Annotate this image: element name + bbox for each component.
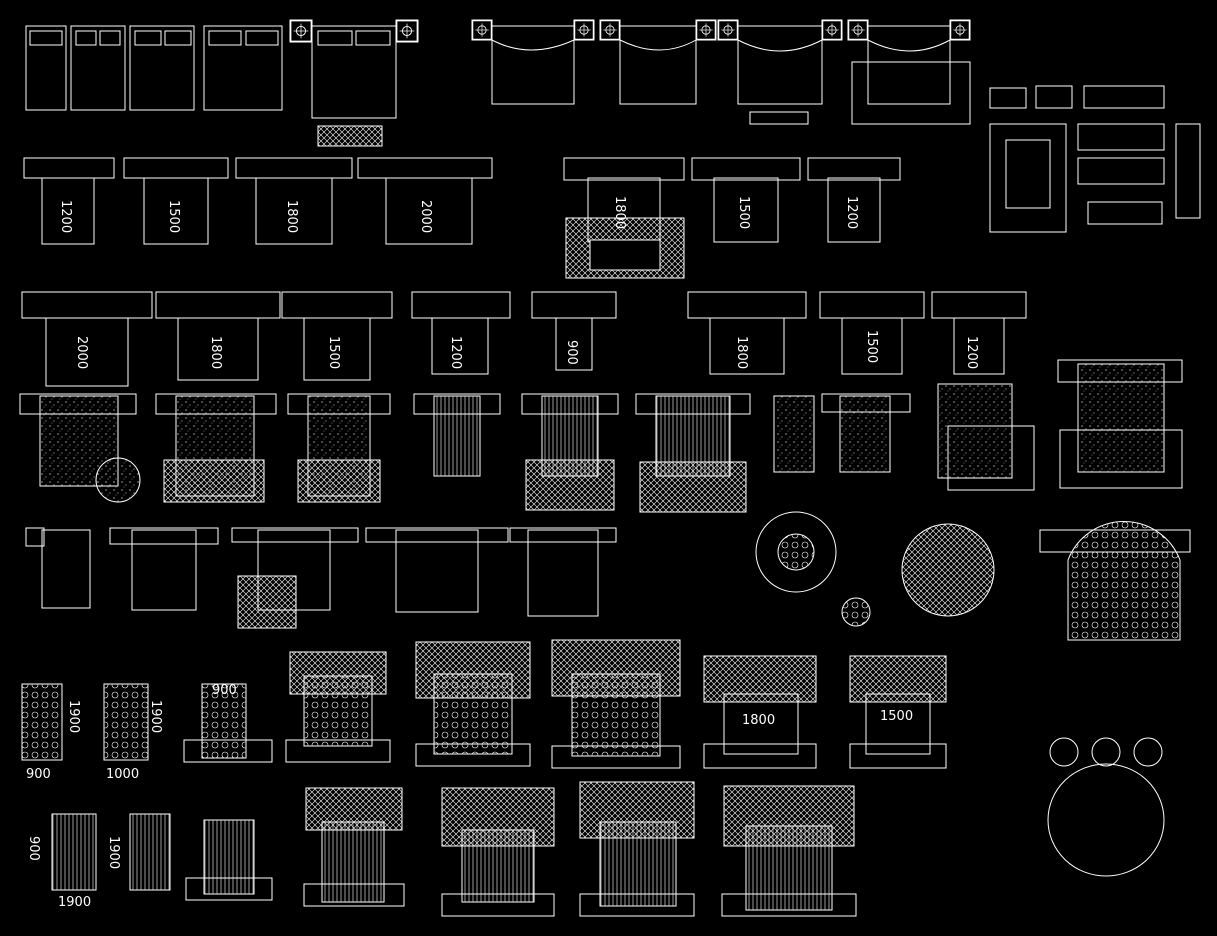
size-label: 1900	[58, 895, 91, 910]
size-label: 1900	[106, 836, 121, 869]
bed-row-6: 1800 1500 900 1000 1900 1900 900	[21, 639, 1165, 877]
bed-row-3: 2000 1800 1500 1200 900 1800 1500 1200	[21, 291, 1027, 387]
size-label: 1500	[864, 330, 879, 363]
size-label: 1200	[58, 200, 73, 233]
wardrobe-plan	[989, 85, 1201, 233]
size-label: 900	[26, 836, 41, 861]
size-label: 1500	[880, 709, 913, 724]
size-label: 1000	[106, 767, 139, 782]
size-label: 1800	[612, 196, 627, 229]
size-label: 900	[212, 683, 237, 698]
size-label: 900	[26, 767, 51, 782]
size-label: 1900	[66, 700, 81, 733]
size-label: 1200	[964, 336, 979, 369]
size-label: 1800	[734, 336, 749, 369]
size-label: 1800	[284, 200, 299, 233]
size-label: 1800	[742, 713, 775, 728]
size-label: 1200	[844, 196, 859, 229]
bed-row-4	[19, 359, 1183, 513]
bed-row-2: 1200 1500 1800 2000 1800 1500 1200	[23, 157, 901, 279]
bed-row-1	[25, 19, 419, 147]
size-label: 1500	[166, 200, 181, 233]
size-label: 1800	[208, 336, 223, 369]
size-label: 1200	[448, 336, 463, 369]
bed-row-7: 900 1900 1900	[26, 781, 857, 917]
bed-row-1b	[471, 19, 971, 125]
size-label: 2000	[74, 336, 89, 369]
size-label: 1900	[148, 700, 163, 733]
bed-row-5	[25, 511, 1191, 641]
size-label: 2000	[418, 200, 433, 233]
size-label: 1500	[736, 196, 751, 229]
size-label: 1500	[326, 336, 341, 369]
size-label: 900	[564, 340, 579, 365]
